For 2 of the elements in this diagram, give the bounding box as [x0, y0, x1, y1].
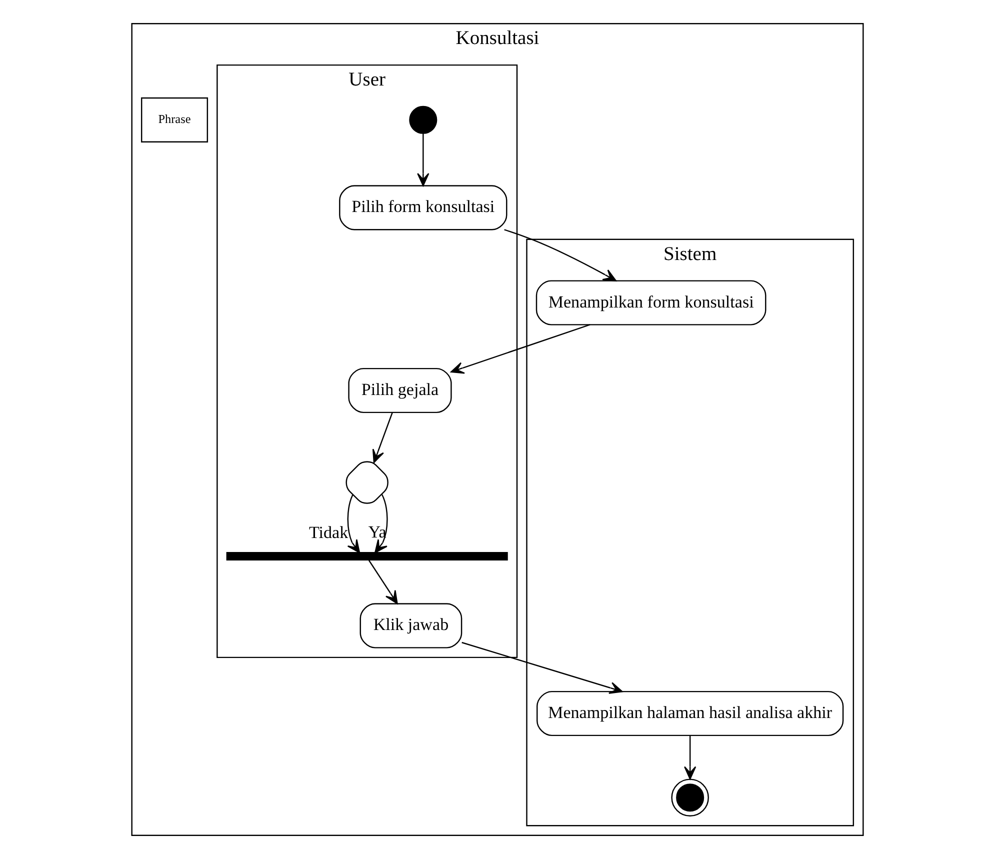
edge-label: Ya [368, 522, 386, 542]
edge-label: Tidak [308, 522, 348, 542]
